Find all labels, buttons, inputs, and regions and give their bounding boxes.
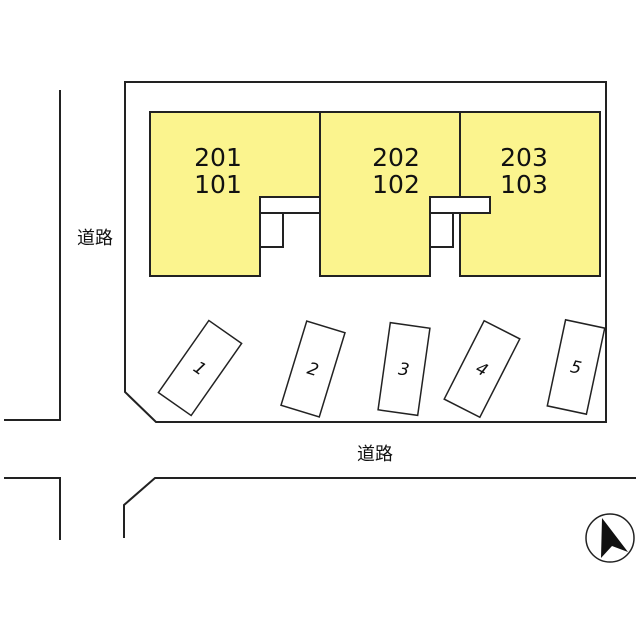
parking-number: 5 [568, 357, 583, 379]
south-road-label: 道路 [357, 444, 393, 465]
west-road-edge-lower [4, 477, 61, 540]
entrance-recess-2 [429, 196, 491, 248]
site-boundary [124, 81, 607, 423]
building-unit-3 [459, 111, 601, 277]
entrance-recess-1 [259, 196, 321, 248]
unit-label-102: 102 [372, 170, 420, 199]
unit-label-203: 203 [500, 143, 548, 172]
parking-space-5: 5 [546, 318, 606, 416]
parking-space-3: 3 [377, 321, 431, 417]
unit-label-201: 201 [194, 143, 242, 172]
unit-label-103: 103 [500, 170, 548, 199]
parking-space-1: 1 [157, 319, 243, 417]
south-road-far-edge [123, 477, 636, 538]
north-arrow-icon [585, 513, 635, 563]
parking-number: 3 [397, 359, 411, 380]
parking-space-2: 2 [280, 320, 346, 418]
unit-label-101: 101 [194, 170, 242, 199]
parking-space-4: 4 [443, 319, 521, 419]
west-road-edge-upper [4, 90, 61, 421]
west-road-label: 道路 [77, 228, 113, 249]
unit-label-202: 202 [372, 143, 420, 172]
